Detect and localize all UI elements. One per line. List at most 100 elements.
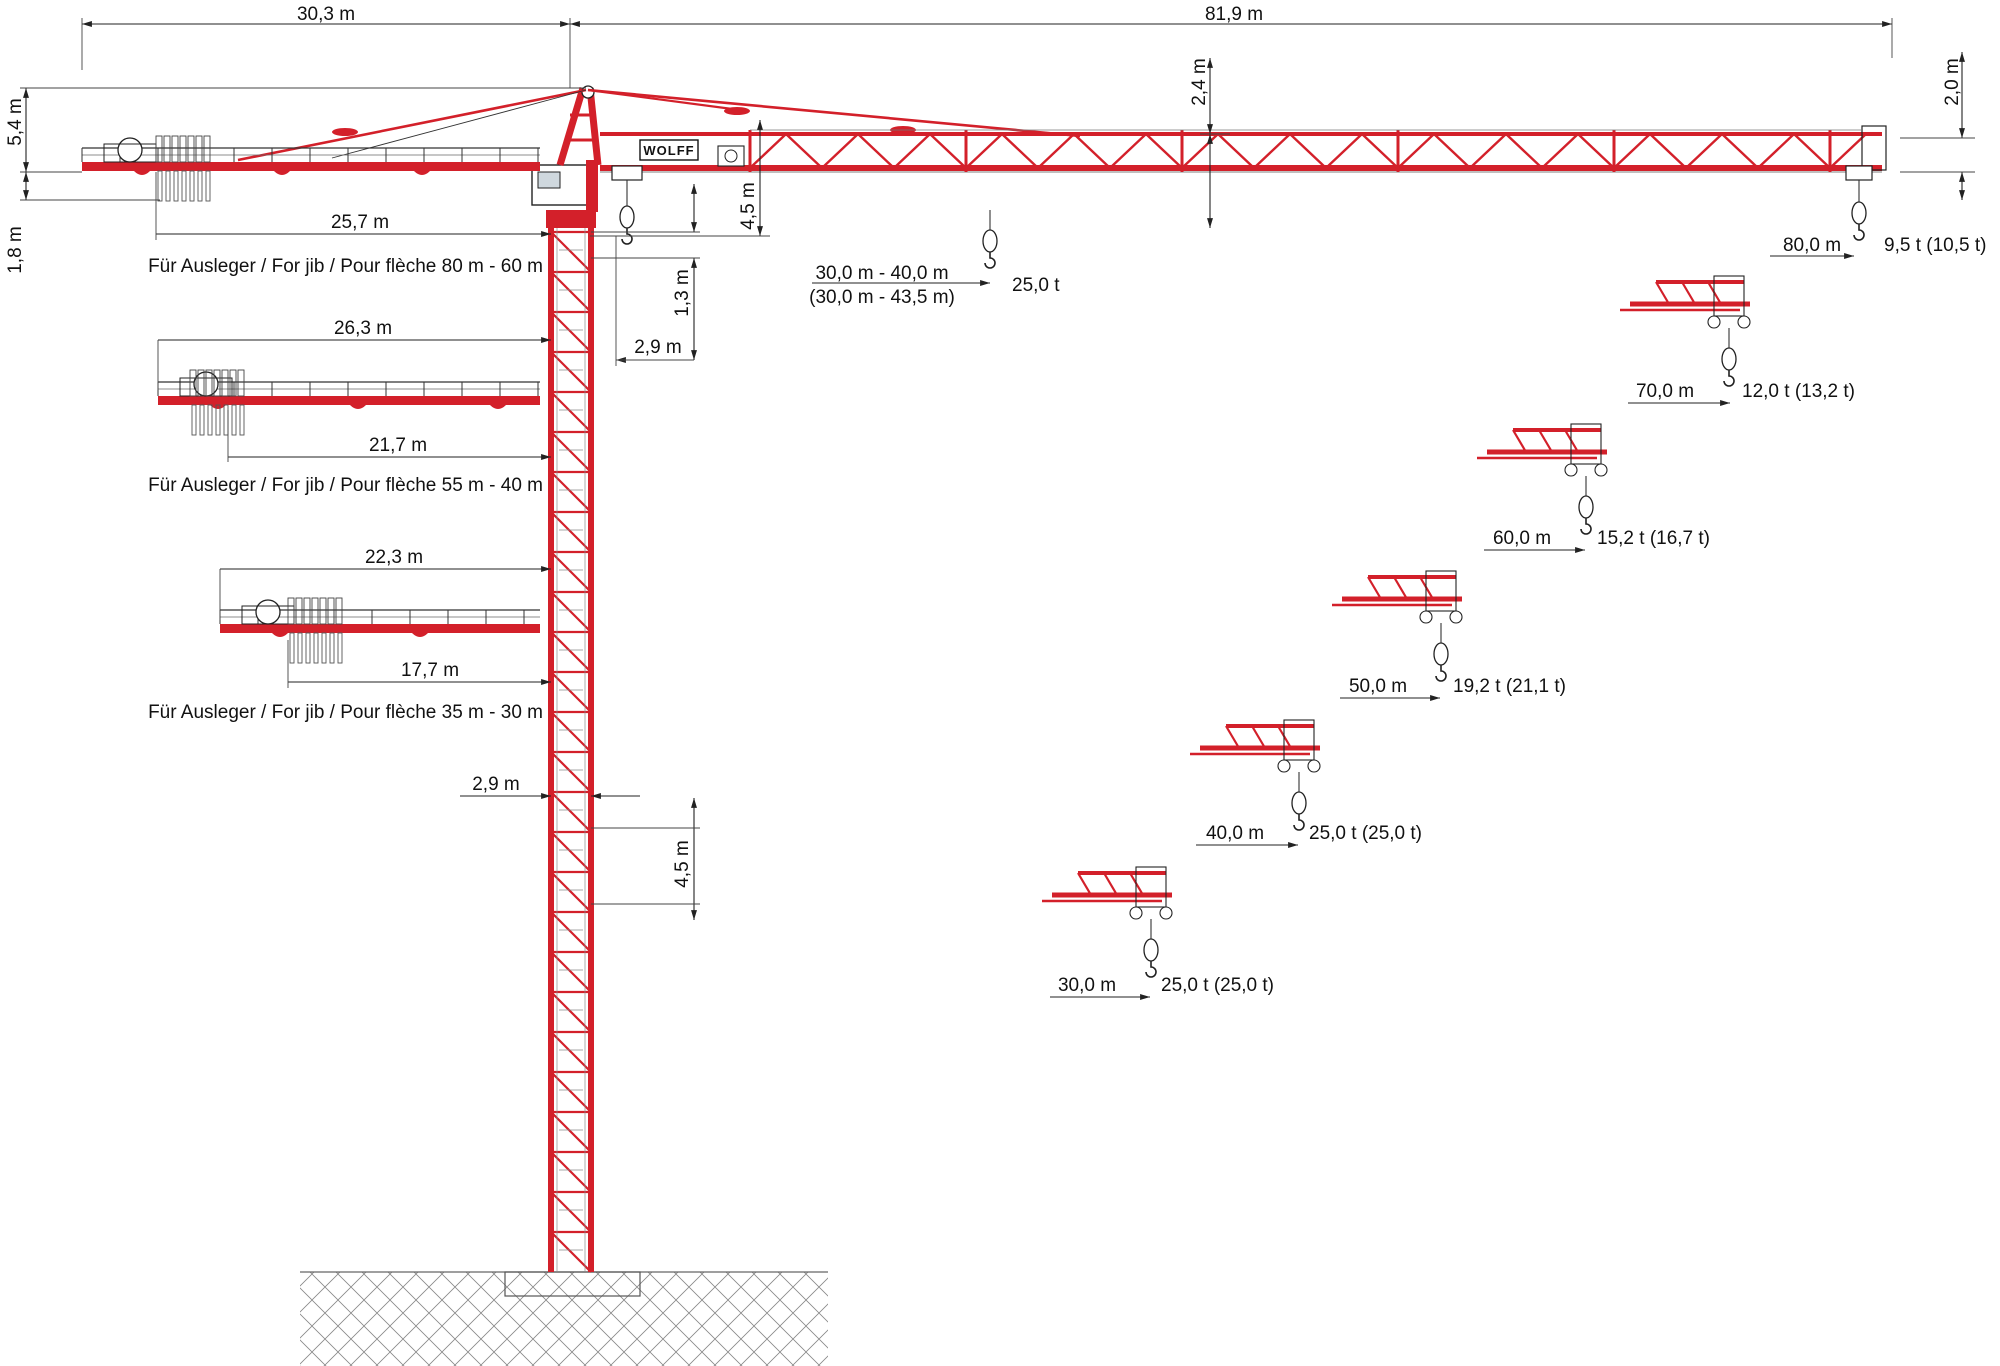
tower-diagonal-brace bbox=[550, 311, 592, 353]
counter-jib-girder bbox=[158, 396, 540, 405]
ballast-block bbox=[295, 597, 303, 625]
tower-diagonal-brace bbox=[550, 631, 592, 673]
tip-diagonal bbox=[1077, 872, 1092, 896]
jib-diagonal bbox=[1613, 133, 1651, 169]
hoist-winch-icon bbox=[117, 137, 143, 163]
jib-diagonal bbox=[929, 133, 967, 169]
counter-jib-girder bbox=[220, 624, 540, 633]
tower-foundation bbox=[504, 1271, 641, 1297]
jib-upper-rise-label: 2,4 m bbox=[1189, 58, 1210, 106]
counter-jib-bracket bbox=[490, 405, 506, 409]
tip-end-frame bbox=[1425, 570, 1457, 612]
tie-bar-link bbox=[332, 128, 358, 136]
ballast-block bbox=[163, 135, 171, 163]
counterweight-2-caption: Für Ausleger / For jib / Pour flèche 55 … bbox=[148, 475, 543, 496]
tip-load-80-radius: 80,0 m bbox=[1783, 235, 1841, 256]
tip-pulley-icon bbox=[1449, 610, 1463, 624]
tip-load-60-capacity: 15,2 t (16,7 t) bbox=[1597, 528, 1710, 549]
hook-icon bbox=[1723, 370, 1735, 387]
main-load-range-alt: (30,0 m - 43,5 m) bbox=[809, 287, 955, 308]
counterweight-slab bbox=[297, 632, 303, 664]
tower-diagonal-brace bbox=[550, 271, 592, 313]
counter-jib-girder bbox=[82, 162, 540, 171]
jib-diagonal bbox=[1505, 133, 1543, 169]
tower-width-mid-label: 2,9 m bbox=[472, 774, 520, 795]
tower-diagonal-brace bbox=[550, 871, 592, 913]
ballast-block bbox=[303, 597, 311, 625]
tower-section-label: 4,5 m bbox=[672, 840, 693, 888]
counterweight-slab bbox=[197, 170, 203, 202]
jib-diagonal bbox=[857, 133, 895, 169]
cab-side-panel bbox=[586, 160, 598, 212]
counter-jib-bracket bbox=[412, 633, 428, 637]
tip-variant-hook bbox=[1433, 623, 1449, 682]
tip-pulley-icon bbox=[1129, 906, 1143, 920]
tower-width-top-label: 2,9 m bbox=[634, 337, 682, 358]
tip-diagonal bbox=[1393, 576, 1408, 600]
tip-load-40-capacity: 25,0 t (25,0 t) bbox=[1309, 823, 1422, 844]
counterweight-slab bbox=[239, 404, 245, 436]
tower-head-height-label: 5,4 m bbox=[5, 98, 26, 146]
counterweight-slab bbox=[199, 404, 205, 436]
tip-pulley-icon bbox=[1564, 463, 1578, 477]
hook-block bbox=[982, 229, 998, 253]
tip-pulley-icon bbox=[1277, 759, 1291, 773]
jib-diagonal bbox=[1721, 133, 1759, 169]
tip-end-frame bbox=[1713, 275, 1745, 317]
counterweight-slab bbox=[223, 404, 229, 436]
counterweight-slab bbox=[157, 170, 163, 202]
jib-diagonal bbox=[1829, 133, 1867, 169]
tip-diagonal bbox=[1512, 429, 1527, 453]
ballast-block bbox=[179, 135, 187, 163]
ballast-block bbox=[195, 135, 203, 163]
tip-pulley-icon bbox=[1594, 463, 1608, 477]
counterweight-labels: 25,7 m Für Ausleger / For jib / Pour flè… bbox=[148, 212, 543, 723]
ballast-block bbox=[327, 597, 335, 625]
jib-diagonal bbox=[749, 133, 787, 169]
tip-pulley-icon bbox=[1419, 610, 1433, 624]
tip-pulley-icon bbox=[1737, 315, 1751, 329]
tower-diagonal-brace bbox=[550, 1191, 592, 1233]
dimension-lines bbox=[20, 18, 1975, 1000]
hook-icon bbox=[1853, 224, 1865, 241]
jib-diagonal bbox=[1757, 133, 1795, 169]
tower-head-right-leg bbox=[586, 87, 602, 166]
counterweight-slab bbox=[289, 632, 295, 664]
tip-diagonal bbox=[1225, 725, 1240, 749]
counterweight-slab bbox=[181, 170, 187, 202]
jib-diagonal bbox=[1217, 133, 1255, 169]
counter-jib-bracket bbox=[210, 405, 226, 409]
jib-diagonal bbox=[1325, 133, 1363, 169]
ballast-block bbox=[203, 135, 211, 163]
jib-tie-bar bbox=[587, 88, 1081, 138]
jib-diagonal bbox=[1289, 133, 1327, 169]
tower-diagonal-brace bbox=[550, 791, 592, 833]
counterweight-slab bbox=[215, 404, 221, 436]
main-load-labels: 30,0 m - 40,0 m (30,0 m - 43,5 m) 25,0 t bbox=[809, 263, 1060, 308]
ballast-block bbox=[197, 369, 205, 397]
tip-diagonal bbox=[1367, 576, 1382, 600]
slewing-height-label: 1,3 m bbox=[672, 269, 693, 317]
ballast-block bbox=[189, 369, 197, 397]
counter-jib-55-40 bbox=[157, 369, 540, 436]
tip-variant-hook bbox=[1291, 772, 1307, 831]
tip-load-80-capacity: 9,5 t (10,5 t) bbox=[1884, 235, 1986, 256]
counterweight-1-arm-label: 25,7 m bbox=[331, 212, 389, 233]
jib-diagonal bbox=[1145, 133, 1183, 169]
ballast-block bbox=[229, 369, 237, 397]
tower-diagonal-brace bbox=[550, 551, 592, 593]
jib-diagonal bbox=[1001, 133, 1039, 169]
tip-diagonal bbox=[1251, 725, 1266, 749]
jib-diagonal bbox=[785, 133, 823, 169]
tip-load-30-capacity: 25,0 t (25,0 t) bbox=[1161, 975, 1274, 996]
tower-diagonal-brace bbox=[550, 231, 592, 273]
counter-jib-bracket bbox=[274, 171, 290, 175]
hook-block bbox=[1291, 791, 1307, 815]
tip-diagonal bbox=[1103, 872, 1118, 896]
counterweight-3-arm-label: 22,3 m bbox=[365, 547, 423, 568]
winch-drum-icon bbox=[724, 149, 738, 163]
jib-diagonal bbox=[893, 133, 931, 169]
counterweight-slab bbox=[329, 632, 335, 664]
tower-diagonal-brace bbox=[550, 911, 592, 953]
tip-diagonal bbox=[1538, 429, 1553, 453]
